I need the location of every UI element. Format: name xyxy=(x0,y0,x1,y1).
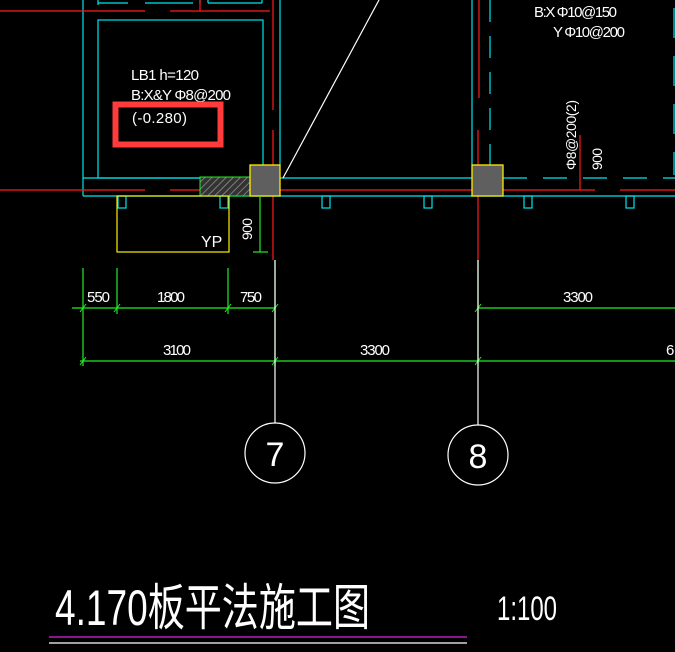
column-axis-7[interactable] xyxy=(249,164,281,197)
yp-outline xyxy=(116,195,230,253)
yp-dim-label: 900 xyxy=(239,218,255,240)
axis-label-7: 7 xyxy=(266,436,285,474)
slab-right-rebar-y: Y Φ10@200 xyxy=(553,24,625,41)
slab-elevation: (-0.280) xyxy=(132,110,187,127)
hatched-region xyxy=(199,176,251,197)
axis-label-8: 8 xyxy=(469,438,488,476)
drawing-title: 4.170板平法施工图 xyxy=(55,580,370,636)
dim-clipped: 6 xyxy=(666,342,674,359)
slab-right-rebar-x: B:X Φ10@150 xyxy=(534,4,617,21)
dim-750: 750 xyxy=(240,289,262,306)
drawing-scale: 1:100 xyxy=(497,590,557,628)
yp-label: YP xyxy=(201,234,222,251)
beam-tabs xyxy=(117,195,635,209)
beam xyxy=(83,177,675,209)
dim-3300-top: 3300 xyxy=(563,289,593,306)
beam-dim-label: 900 xyxy=(589,148,605,170)
axis-bubble-8[interactable]: 8 xyxy=(447,424,509,486)
slab-rebar: B:X&Y Φ8@200 xyxy=(131,87,231,104)
dim-550: 550 xyxy=(87,289,110,306)
highlight-box xyxy=(112,101,224,148)
dim-1800: 1800 xyxy=(157,289,185,306)
axis-bubble-7[interactable]: 7 xyxy=(244,422,306,484)
slab-name: LB1 h=120 xyxy=(131,67,199,84)
beam-rebar-label: Φ8@200(2) xyxy=(563,100,579,170)
dim-3100: 3100 xyxy=(163,342,191,359)
column-axis-8[interactable] xyxy=(471,164,504,197)
diagonal-line xyxy=(282,0,380,179)
slab-outlines xyxy=(82,0,675,196)
dim-3300-bottom: 3300 xyxy=(360,342,390,359)
